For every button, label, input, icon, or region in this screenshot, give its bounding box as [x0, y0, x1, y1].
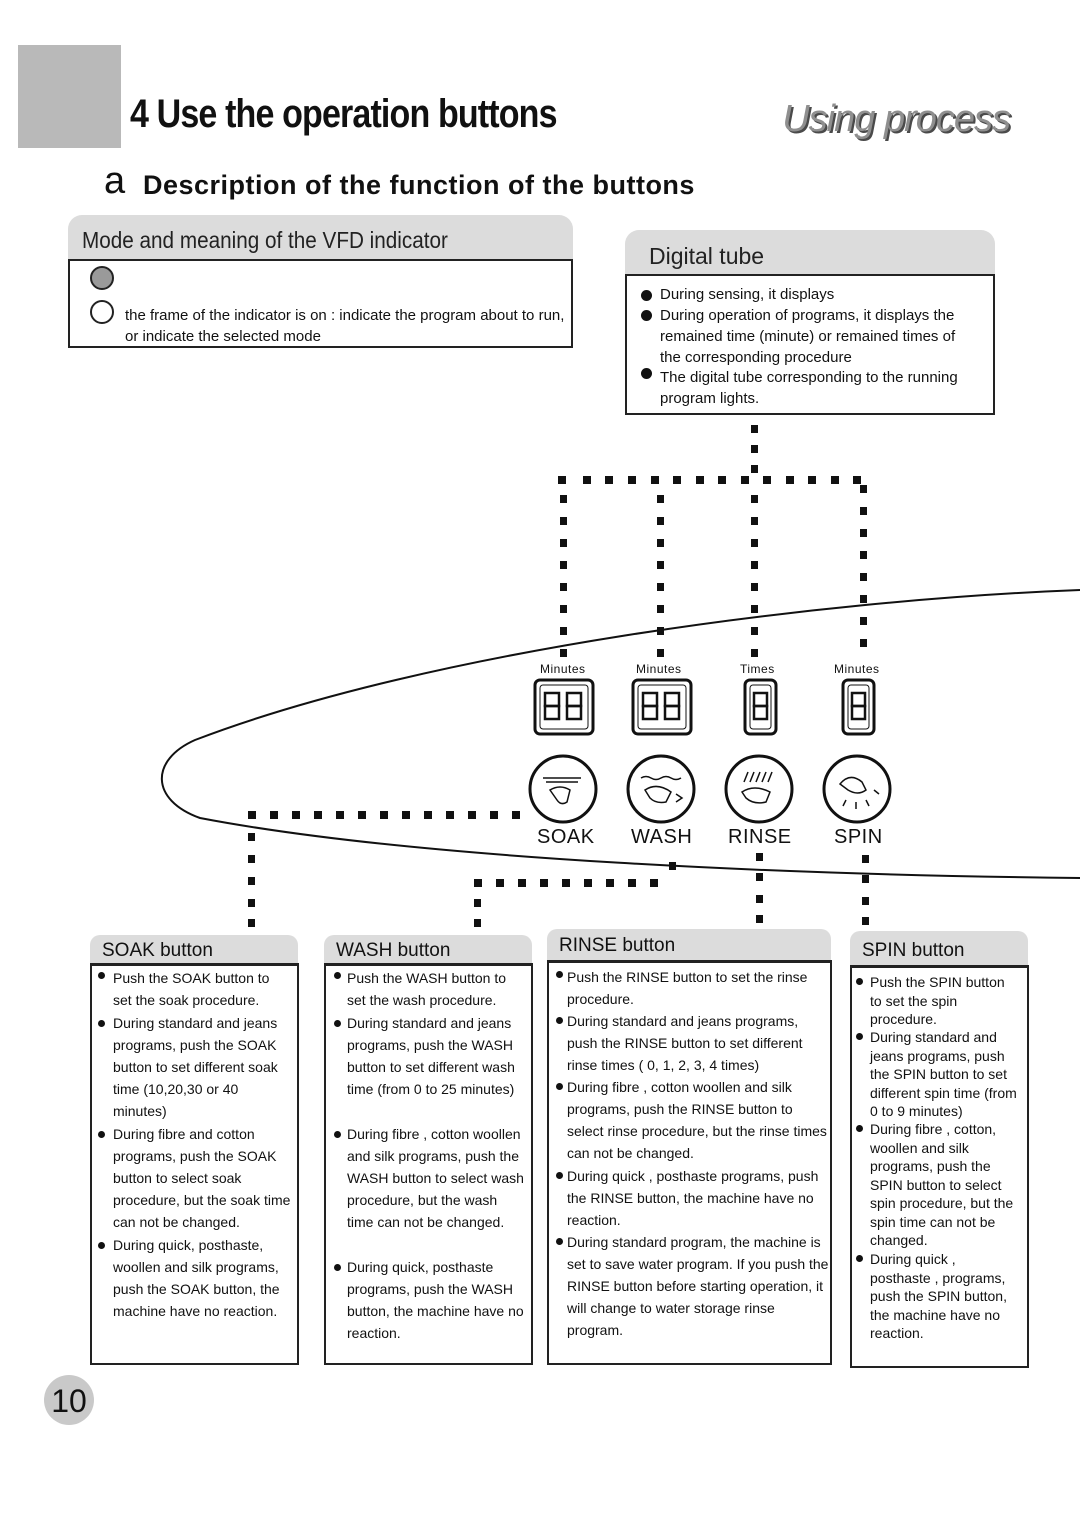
digital-tube-tab: Digital tube — [625, 230, 995, 276]
digital-tube-box — [625, 274, 995, 415]
soak-round-button — [528, 754, 598, 824]
rinse-unit-label: Times — [740, 662, 775, 676]
bullet-icon — [856, 978, 863, 985]
wash-cloth-icon — [643, 785, 684, 804]
spin-tab-label: SPIN button — [862, 940, 965, 961]
bullet-icon — [641, 290, 652, 301]
bullet-icon — [556, 971, 563, 978]
bullet-icon — [98, 1242, 105, 1249]
bullet-icon — [98, 1020, 105, 1027]
soak-tab-label: SOAK button — [102, 940, 213, 961]
bullet-icon — [641, 368, 652, 379]
vfd-description: the frame of the indicator is on : indic… — [125, 307, 565, 345]
indicator-frame-icon — [90, 300, 114, 324]
bullet-icon — [334, 1020, 341, 1027]
soak-item: During standard and jeans programs, push… — [113, 1015, 278, 1119]
spin-item: During quick , posthaste , programs, pus… — [870, 1251, 1007, 1341]
rinse-cloth-icon — [740, 787, 771, 804]
spin-drops-icon — [842, 789, 880, 809]
rinse-item: During quick , posthaste programs, push … — [567, 1168, 819, 1228]
bullet-icon — [556, 1238, 563, 1245]
page-number: 10 — [44, 1375, 94, 1425]
bullet-icon — [856, 1125, 863, 1132]
spin-display — [841, 678, 876, 736]
rinse-item: During fibre , cotton woollen and silk p… — [567, 1079, 827, 1161]
bullet-icon — [556, 1172, 563, 1179]
wash-tab: WASH button — [324, 935, 532, 965]
bullet-icon — [98, 1131, 105, 1138]
spin-box — [850, 965, 1029, 1368]
spin-item: During standard and jeans programs, push… — [870, 1029, 1017, 1119]
button-glyphs — [543, 771, 880, 809]
bullet-icon — [556, 1017, 563, 1024]
wash-wave-icon — [640, 775, 682, 781]
soak-cloth-icon — [548, 786, 571, 805]
rinse-shower-icon — [743, 771, 773, 783]
soak-unit-label: Minutes — [540, 662, 586, 676]
subsection-title: Description of the function of the butto… — [143, 170, 695, 200]
vfd-box — [68, 259, 573, 348]
wash-item: During fibre , cotton woollen and silk p… — [347, 1126, 524, 1230]
wash-unit-label: Minutes — [636, 662, 682, 676]
wash-round-button — [626, 754, 696, 824]
soak-water-icon — [543, 777, 581, 783]
spin-round-button — [822, 754, 892, 824]
wash-display — [631, 678, 693, 736]
panel-outline — [160, 589, 1080, 879]
bullet-icon — [641, 310, 652, 321]
soak-panel-label: SOAK — [537, 826, 595, 848]
chapter-marker-block — [18, 45, 121, 148]
seven-segment-digits — [543, 691, 867, 721]
digital-tube-item: The digital tube corresponding to the ru… — [660, 369, 958, 407]
round-buttons — [528, 754, 892, 824]
rinse-tab-label: RINSE button — [559, 935, 676, 956]
digital-tube-tab-label: Digital tube — [649, 243, 765, 269]
digital-tube-item: During sensing, it displays — [660, 286, 835, 303]
bullet-icon — [556, 1083, 563, 1090]
soak-item: Push the SOAK button to set the soak pro… — [113, 970, 270, 1008]
wash-box — [324, 963, 533, 1365]
rinse-item: During standard program, the machine is … — [567, 1234, 829, 1338]
digital-tube-item: During operation of programs, it display… — [660, 307, 956, 366]
top-dotted-line — [558, 476, 861, 484]
chapter-title: Using process — [782, 98, 1011, 140]
vfd-tab-label: Mode and meaning of the VFD indicator — [82, 227, 448, 253]
wash-item: During standard and jeans programs, push… — [347, 1015, 515, 1097]
rinse-item: During standard and jeans programs, push… — [567, 1013, 803, 1073]
rinse-tab: RINSE button — [547, 929, 831, 962]
spin-item: During fibre , cotton, woollen and silk … — [870, 1121, 1014, 1248]
section-title: 4 Use the operation buttons — [130, 92, 557, 136]
indicator-filled-icon — [90, 266, 114, 290]
rinse-panel-label: RINSE — [728, 826, 792, 848]
rinse-item: Push the RINSE button to set the rinse p… — [567, 969, 808, 1007]
spin-item: Push the SPIN button to set the spin pro… — [870, 974, 1005, 1027]
spin-cloth-icon — [838, 776, 867, 794]
wash-item: During quick, posthaste programs, push t… — [347, 1259, 524, 1341]
wash-panel-label: WASH — [631, 826, 693, 848]
wash-item: Push the WASH button to set the wash pro… — [347, 970, 507, 1008]
rinse-display — [743, 678, 778, 736]
spin-unit-label: Minutes — [834, 662, 880, 676]
vfd-tab: Mode and meaning of the VFD indicator — [68, 215, 573, 259]
soak-box — [90, 963, 299, 1365]
soak-display — [533, 678, 595, 736]
soak-item: During fibre and cotton programs, push t… — [113, 1126, 291, 1230]
bullet-icon — [334, 1131, 341, 1138]
digital-displays — [533, 678, 876, 736]
bullet-icon — [98, 972, 105, 979]
bullet-icon — [334, 1264, 341, 1271]
bullet-icon — [856, 1033, 863, 1040]
soak-tab: SOAK button — [90, 935, 298, 965]
wash-tab-label: WASH button — [336, 940, 451, 961]
soak-item: During quick, posthaste, woollen and sil… — [113, 1237, 280, 1319]
bullet-icon — [856, 1255, 863, 1262]
bullet-icon — [334, 972, 341, 979]
spin-panel-label: SPIN — [834, 826, 883, 848]
dotted-connectors — [248, 425, 869, 927]
subsection-letter: a — [104, 160, 126, 202]
spin-tab: SPIN button — [850, 931, 1028, 967]
rinse-box — [547, 960, 832, 1365]
